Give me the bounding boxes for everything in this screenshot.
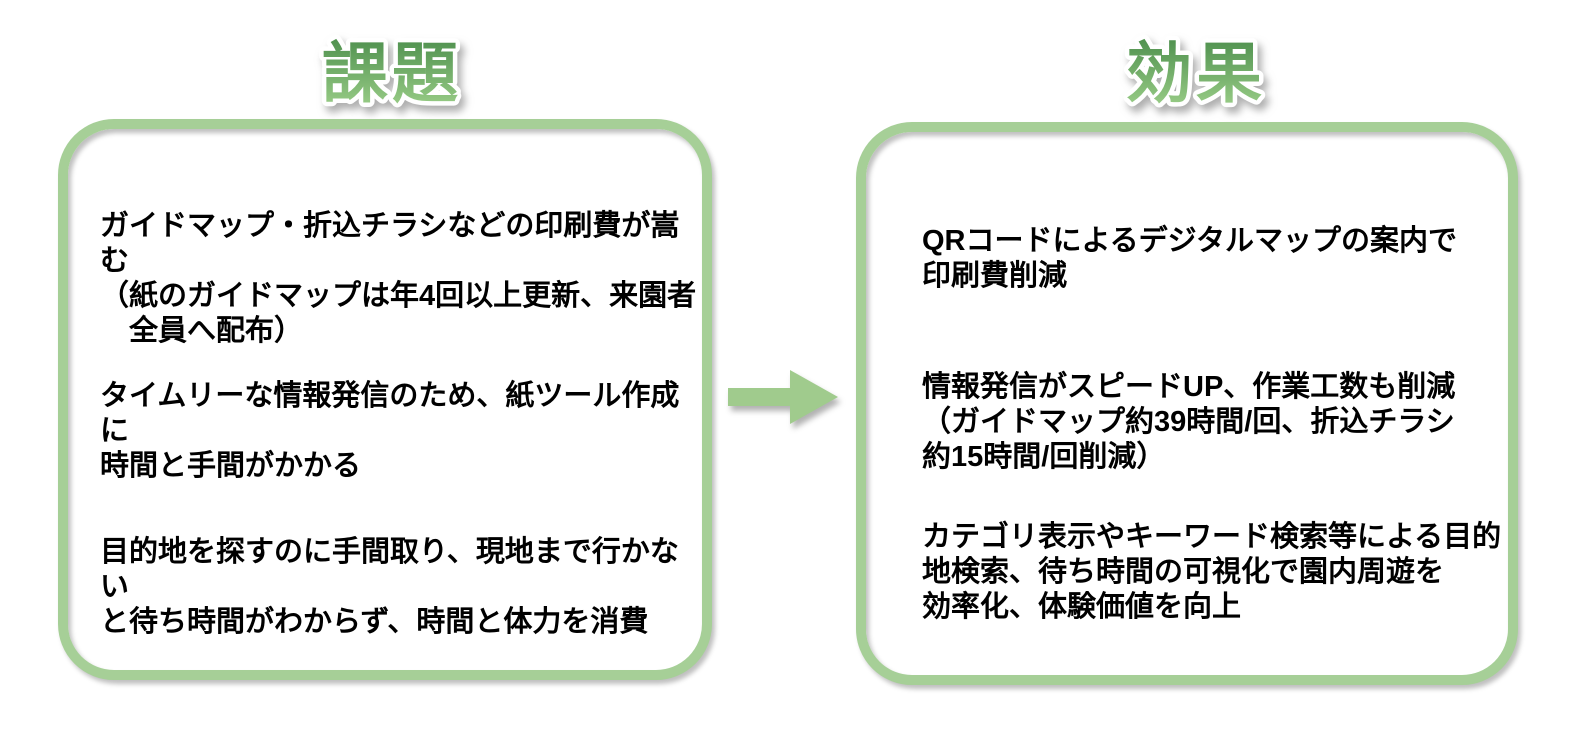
issues-title-text: 課題 bbox=[322, 36, 462, 110]
effects-box: QRコードによるデジタルマップの案内で 印刷費削減 情報発信がスピードUP、作業… bbox=[856, 122, 1518, 685]
effect-item-speed-up: 情報発信がスピードUP、作業工数も削減 （ガイドマップ約39時間/回、折込チラシ… bbox=[922, 371, 1456, 473]
effect-item-search-experience: カテゴリ表示やキーワード検索等による目的 地検索、待ち時間の可視化で園内周遊を … bbox=[922, 521, 1502, 623]
issue-item-printing-cost: ガイドマップ・折込チラシなどの印刷費が嵩む （紙のガイドマップは年4回以上更新、… bbox=[100, 210, 697, 347]
effects-title: 効果 bbox=[1122, 32, 1267, 115]
right-arrow-shape bbox=[728, 370, 838, 424]
issues-box: ガイドマップ・折込チラシなどの印刷費が嵩む （紙のガイドマップは年4回以上更新、… bbox=[58, 119, 712, 680]
effect-item-qr-digital-map: QRコードによるデジタルマップの案内で 印刷費削減 bbox=[922, 225, 1458, 292]
effects-title-text: 効果 bbox=[1126, 36, 1266, 110]
issues-title: 課題 bbox=[318, 32, 463, 115]
issue-item-wayfinding: 目的地を探すのに手間取り、現地まで行かない と待ち時間がわからず、時間と体力を消… bbox=[100, 536, 679, 638]
issue-item-timely-info: タイムリーな情報発信のため、紙ツール作成に 時間と手間がかかる bbox=[100, 380, 680, 482]
right-arrow-icon bbox=[728, 370, 838, 424]
